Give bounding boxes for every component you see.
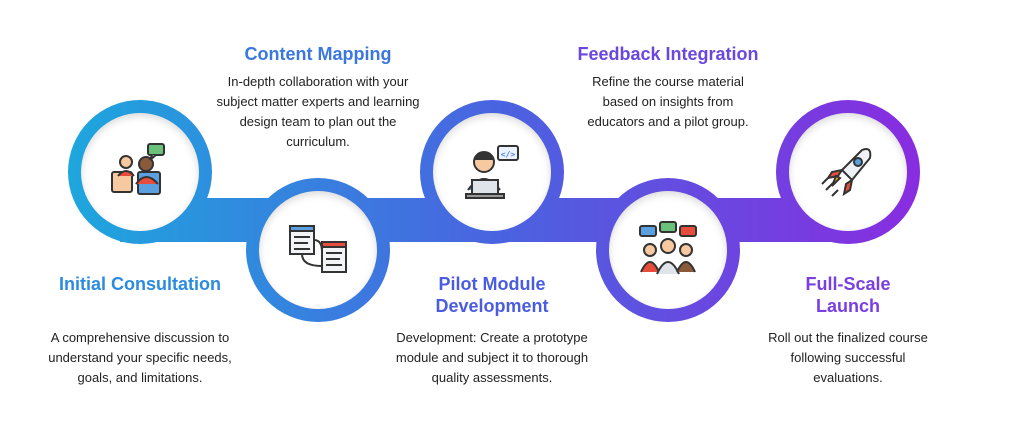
step-5-icon-ring xyxy=(789,113,907,231)
consultation-icon xyxy=(111,143,165,195)
svg-text:</>: </> xyxy=(501,150,516,159)
step-5-title: Full-Scale Launch xyxy=(805,274,891,316)
step-3-description: Development: Create a prototype module a… xyxy=(395,330,589,385)
step-1-description: A comprehensive discussion to understand… xyxy=(48,330,232,385)
step-3-title: Pilot Module Development xyxy=(435,274,549,316)
step-4-description: Refine the course material based on insi… xyxy=(587,74,749,129)
step-1-icon-ring xyxy=(81,113,199,231)
step-4-title: Feedback Integration xyxy=(577,44,759,64)
rocket-icon xyxy=(821,148,872,197)
feedback-group-icon xyxy=(639,221,697,275)
step-4-icon-ring xyxy=(609,191,727,309)
step-5-description: Roll out the finalized course following … xyxy=(768,330,928,385)
step-1-title: Initial Consultation xyxy=(59,274,221,294)
developer-icon: </> xyxy=(465,145,519,199)
step-2-description: In-depth collaboration with your subject… xyxy=(216,74,420,149)
step-2-icon-ring xyxy=(259,191,377,309)
step-3-icon-ring: </> xyxy=(433,113,551,231)
content-map-icon xyxy=(289,225,347,273)
step-2-title: Content Mapping xyxy=(244,44,392,64)
